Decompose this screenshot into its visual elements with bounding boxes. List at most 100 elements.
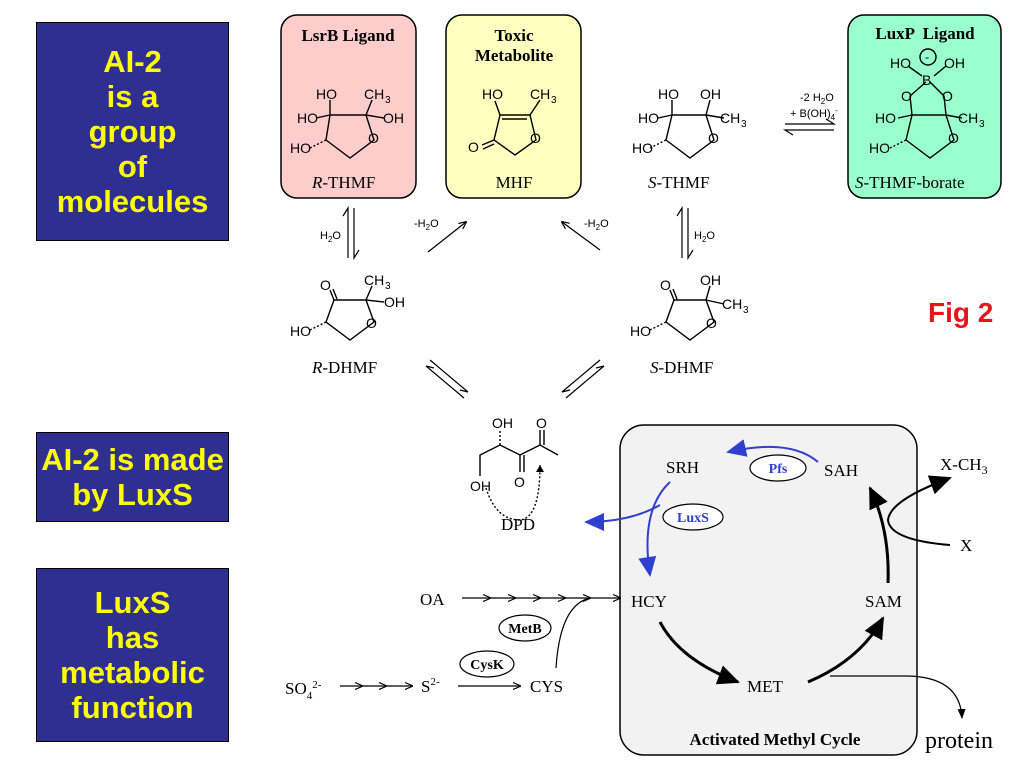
- mhf-structure: [481, 99, 541, 156]
- r-dhmf-structure: [309, 285, 385, 341]
- s-thmf-structure: [649, 99, 725, 159]
- panel-line: has: [105, 620, 160, 655]
- s-thmf-label: S-THMF: [648, 173, 709, 192]
- luxs-label: LuxS: [677, 511, 709, 526]
- r-dhmf-label: R-DHMF: [311, 358, 377, 377]
- r-dehydration-label: -H2O: [414, 218, 439, 232]
- svg-text:O: O: [366, 315, 377, 331]
- svg-text:HO: HO: [890, 55, 911, 71]
- sam-to-sah-arrow: [868, 486, 890, 584]
- cysk-label: CysK: [470, 658, 504, 673]
- borate-reagent-line1: -2 H2O: [800, 92, 834, 106]
- dpd-structure: [479, 430, 559, 521]
- borate-label: S-THMF-borate: [855, 173, 965, 192]
- pfs-enzyme-oval: [749, 454, 807, 482]
- panel-ai2-group: AI-2 is a group of molecules: [36, 22, 229, 241]
- cycle-metabolites: SRH SAH HCY SAM MET: [631, 458, 902, 696]
- panel-line: function: [71, 690, 194, 725]
- svg-text:OH: OH: [944, 55, 965, 71]
- svg-text:O: O: [942, 88, 953, 104]
- svg-text:CH: CH: [364, 86, 384, 102]
- s-hydration-label: H2O: [694, 230, 715, 244]
- metb-label: MetB: [508, 622, 541, 637]
- luxs-to-hcy-arrow: [638, 481, 671, 577]
- svg-text:3: 3: [551, 95, 557, 106]
- pfs-label: Pfs: [769, 462, 788, 477]
- cys-to-hcy-curve: [555, 597, 591, 669]
- borate-reagent-line2: + B(OH)4-: [790, 106, 838, 122]
- svg-text:HO: HO: [482, 86, 503, 102]
- toxic-title-line2: Metabolite: [475, 46, 554, 65]
- hcy-label: HCY: [631, 592, 667, 611]
- svg-text:HO: HO: [869, 140, 890, 156]
- s-dhmf-label: S-DHMF: [650, 358, 713, 377]
- svg-text:HO: HO: [290, 323, 311, 339]
- srh-label: SRH: [666, 458, 699, 477]
- borate-structure: [889, 48, 963, 159]
- svg-text:HO: HO: [297, 110, 318, 126]
- svg-text:HO: HO: [638, 110, 659, 126]
- svg-text:OH: OH: [383, 110, 404, 126]
- panel-line: molecules: [56, 184, 209, 219]
- svg-text:O: O: [708, 130, 719, 146]
- oa-label: OA: [420, 590, 445, 609]
- panel-line: is a: [106, 79, 159, 114]
- luxp-title: LuxP Ligand: [875, 24, 975, 43]
- figure-label: Fig 2: [928, 297, 994, 328]
- metb-enzyme-oval: [498, 614, 552, 642]
- svg-text:O: O: [948, 130, 959, 146]
- svg-text:B: B: [922, 72, 931, 88]
- luxp-ligand-box: [847, 14, 1002, 199]
- cysk-enzyme-oval: [459, 650, 515, 678]
- r-thmf-structure: [309, 99, 385, 159]
- panel-line: of: [117, 149, 148, 184]
- svg-text:HO: HO: [630, 323, 651, 339]
- r-hydration-label: H2O: [320, 230, 341, 244]
- met-to-protein-arrow: [830, 675, 966, 719]
- svg-text:CH: CH: [958, 110, 978, 126]
- svg-text:3: 3: [741, 119, 747, 130]
- svg-text:HO: HO: [632, 140, 653, 156]
- met-label: MET: [747, 677, 784, 696]
- hcy-to-met-arrow: [658, 621, 740, 685]
- toxic-title-line1: Toxic: [494, 26, 534, 45]
- svg-text:O: O: [901, 88, 912, 104]
- svg-text:O: O: [320, 277, 331, 293]
- svg-text:3: 3: [979, 119, 985, 130]
- luxs-enzyme-oval: [662, 503, 724, 531]
- panel-line: group: [88, 114, 177, 149]
- cys-label: CYS: [530, 677, 563, 696]
- s-dhmf-structure: [649, 285, 725, 341]
- svg-text:O: O: [368, 130, 379, 146]
- svg-text:O: O: [530, 130, 541, 146]
- svg-text:CH: CH: [722, 296, 742, 312]
- svg-text:O: O: [468, 139, 479, 155]
- lsrb-ligand-box: [280, 14, 417, 199]
- r-thmf-label: R-THMF: [311, 173, 375, 192]
- svg-text:OH: OH: [492, 415, 513, 431]
- svg-text:O: O: [536, 415, 547, 431]
- panel-line: by LuxS: [72, 477, 193, 512]
- r-hydration-arrows: [342, 205, 360, 261]
- s-dhmf-dpd-arrows: [561, 359, 605, 399]
- mhf-label: MHF: [496, 173, 533, 192]
- svg-text:3: 3: [385, 281, 391, 292]
- svg-text:HO: HO: [316, 86, 337, 102]
- svg-text:CH: CH: [530, 86, 550, 102]
- svg-text:O: O: [706, 315, 717, 331]
- s-dehydration-arrow: [562, 222, 601, 251]
- r-dhmf-dpd-arrows: [425, 359, 469, 399]
- svg-text:O: O: [660, 277, 671, 293]
- luxs-to-dpd-arrow: [584, 504, 661, 531]
- svg-text:OH: OH: [700, 272, 721, 288]
- s2-label: S2-: [421, 676, 440, 696]
- panel-ai2-made-by-luxs: AI-2 is made by LuxS: [36, 432, 229, 522]
- panel-line: AI-2: [103, 44, 162, 79]
- met-to-sam-arrow: [807, 616, 885, 684]
- protein-label: protein: [925, 728, 993, 754]
